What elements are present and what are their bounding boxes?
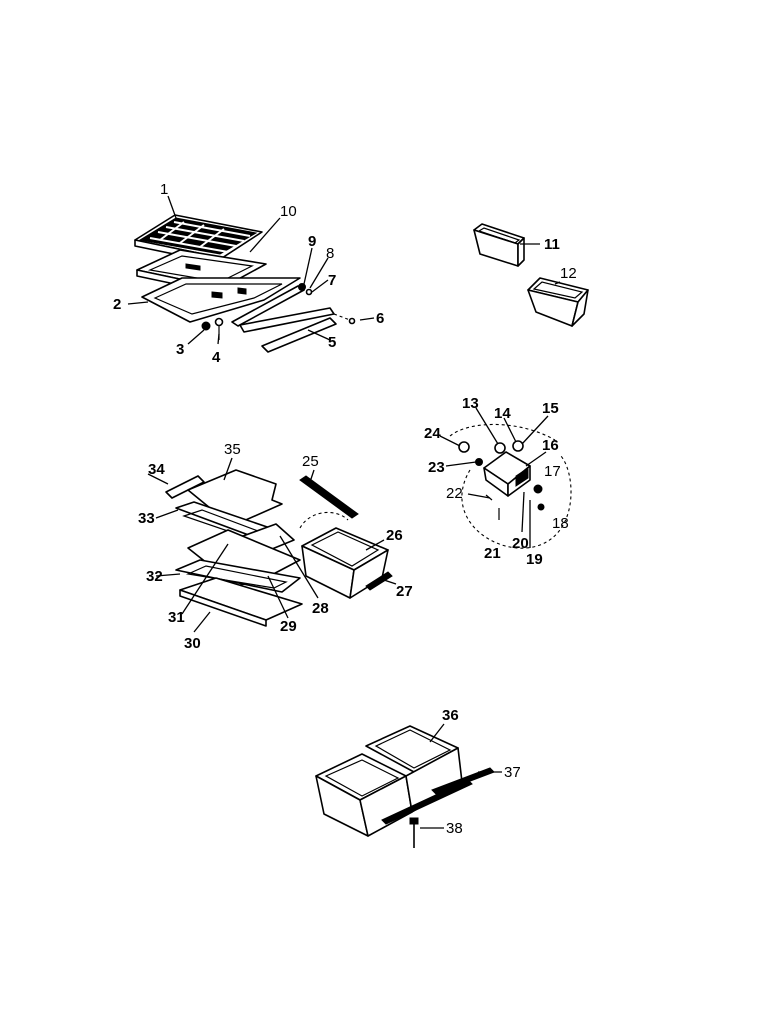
part-23-screw — [475, 458, 483, 466]
callout-27: 27 — [396, 583, 413, 600]
callout-33: 33 — [138, 510, 155, 527]
callout-21: 21 — [484, 545, 501, 562]
crisper-assembly-group — [165, 469, 393, 627]
leader-lines — [127, 195, 561, 829]
part-6-screw — [348, 317, 356, 325]
callout-13: 13 — [462, 395, 479, 412]
part-2-lower-frame — [141, 277, 301, 323]
part-37-slides — [381, 767, 495, 825]
part-9-screw — [298, 283, 306, 291]
callout-10: 10 — [280, 203, 297, 220]
drawer-group — [315, 725, 495, 848]
part-11-door-bin — [473, 223, 525, 267]
callout-7: 7 — [328, 272, 336, 289]
callout-19: 19 — [526, 551, 543, 568]
callout-20: 20 — [512, 535, 529, 552]
callout-14: 14 — [494, 405, 511, 422]
door-bins-group — [473, 223, 589, 327]
callout-26: 26 — [386, 527, 403, 544]
callout-23: 23 — [428, 459, 445, 476]
callout-30: 30 — [184, 635, 201, 652]
callout-37: 37 — [504, 764, 521, 781]
callout-3: 3 — [176, 341, 184, 358]
part-3-bushing — [201, 321, 211, 331]
callout-1: 1 — [160, 181, 168, 198]
part-13-knob — [494, 442, 506, 454]
callout-24: 24 — [424, 425, 441, 442]
callout-17: 17 — [544, 463, 561, 480]
callout-11: 11 — [544, 236, 560, 253]
callout-15: 15 — [542, 400, 559, 417]
callout-32: 32 — [146, 568, 163, 585]
part-18-nut — [537, 503, 545, 511]
part-38-screw — [409, 817, 419, 848]
shelf-assembly-group — [134, 214, 356, 353]
part-12-door-bin — [527, 277, 589, 327]
part-25-rail — [299, 475, 359, 519]
part-17-knob — [533, 484, 543, 494]
callout-labels: 1 10 2 3 4 5 6 7 8 9 11 12 13 14 15 16 1… — [113, 181, 577, 837]
part-27-slide — [365, 571, 393, 591]
callout-29: 29 — [280, 618, 297, 635]
callout-18: 18 — [552, 515, 569, 532]
callout-5: 5 — [328, 334, 336, 351]
callout-25: 25 — [302, 453, 319, 470]
callout-38: 38 — [446, 820, 463, 837]
part-34-rail — [165, 475, 205, 499]
part-4-pin — [214, 317, 224, 327]
callout-2: 2 — [113, 296, 121, 313]
callout-22: 22 — [446, 485, 463, 502]
callout-8: 8 — [326, 245, 334, 262]
part-16-housing — [483, 451, 531, 497]
part-32-frame — [175, 559, 301, 593]
callout-16: 16 — [542, 437, 559, 454]
callout-12: 12 — [560, 265, 577, 282]
callout-36: 36 — [442, 707, 459, 724]
part-8-washer — [305, 288, 313, 296]
callout-4: 4 — [212, 349, 221, 366]
part-24-cap — [458, 441, 470, 453]
callout-9: 9 — [308, 233, 316, 250]
part-14-knob — [512, 440, 524, 452]
callout-35: 35 — [224, 441, 241, 458]
callout-34: 34 — [148, 461, 165, 478]
callout-6: 6 — [376, 310, 384, 327]
butter-compartment-group — [449, 423, 572, 549]
callout-31: 31 — [168, 609, 185, 626]
callout-28: 28 — [312, 600, 329, 617]
part-30-cover — [179, 577, 303, 627]
part-26-crisper-drawer — [299, 511, 389, 599]
